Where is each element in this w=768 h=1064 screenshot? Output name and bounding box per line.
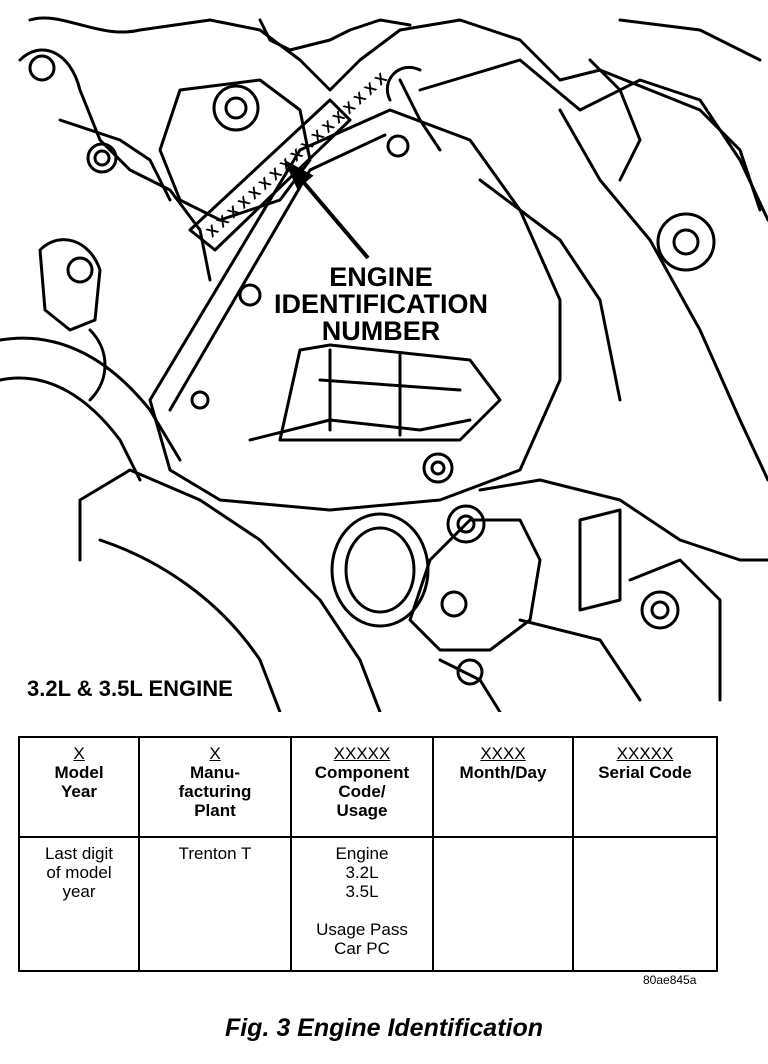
header-title: Serial Code: [598, 763, 692, 782]
callout-line-3: NUMBER: [321, 316, 441, 346]
header-title: Month/Day: [459, 763, 547, 782]
cell-model-year: Last digit of model year: [18, 836, 140, 972]
header-manufacturing-plant: X Manu- facturing Plant: [138, 736, 292, 838]
header-code: XXXXX: [616, 744, 674, 763]
callout-line-2: IDENTIFICATION: [274, 289, 488, 319]
header-code: XXXXX: [333, 744, 391, 763]
engine-illustration: X X X X X X X X X X X X X X X X X: [0, 16, 768, 712]
engine-label: 3.2L & 3.5L ENGINE: [27, 676, 233, 701]
stamp-marks: X X X X X X X X X X X X X X X X X: [203, 70, 390, 241]
cell-text: Trenton T: [178, 844, 252, 863]
header-title: Model Year: [54, 763, 104, 801]
callout-line-1: ENGINE: [329, 262, 433, 292]
header-month-day: XXXX Month/Day: [432, 736, 574, 838]
header-code: X: [73, 744, 85, 763]
cell-text: Last digit of model year: [44, 844, 114, 901]
header-component-code: XXXXX Component Code/ Usage: [290, 736, 434, 838]
header-serial-code: XXXXX Serial Code: [572, 736, 718, 838]
engine-id-callout: ENGINE IDENTIFICATION NUMBER: [246, 264, 516, 345]
header-title: Component Code/ Usage: [314, 763, 410, 820]
engine-id-table: X Model Year X Manu- facturing Plant XXX…: [18, 736, 718, 972]
figure-code-id: 80ae845a: [643, 973, 697, 987]
table-row: Last digit of model year Trenton T Engin…: [18, 836, 718, 972]
header-title: Manu- facturing Plant: [178, 763, 252, 820]
table-header-row: X Model Year X Manu- facturing Plant XXX…: [18, 736, 718, 838]
header-model-year: X Model Year: [18, 736, 140, 838]
cell-component: Engine 3.2L 3.5L Usage Pass Car PC: [290, 836, 434, 972]
cell-month-day: [432, 836, 574, 972]
cell-plant: Trenton T: [138, 836, 292, 972]
cell-text: Engine 3.2L 3.5L Usage Pass Car PC: [316, 844, 408, 958]
header-code: X: [209, 744, 221, 763]
cell-serial: [572, 836, 718, 972]
header-code: XXXX: [480, 744, 526, 763]
figure-caption: Fig. 3 Engine Identification: [224, 1014, 544, 1042]
